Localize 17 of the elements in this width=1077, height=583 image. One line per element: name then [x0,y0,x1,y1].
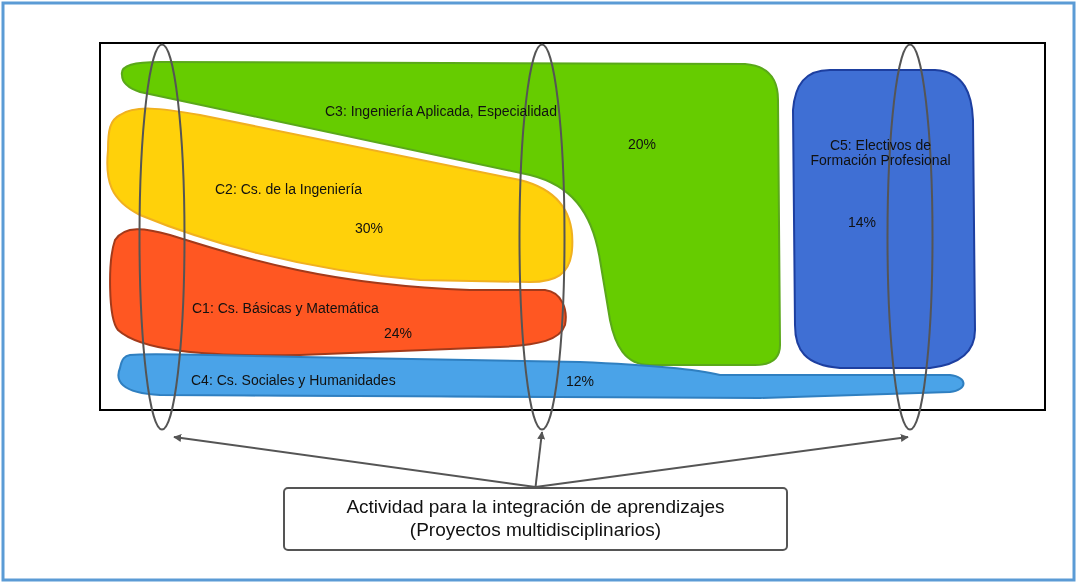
percentage-label: 30% [355,221,384,237]
percentage-label: 14% [848,215,877,231]
arrow [173,434,537,488]
curriculum-area-shape [792,68,977,370]
activity-text: Actividad para la integración de aprendizajes (Proyectos multidisciplinarios) [345,496,726,542]
curriculum-area-shape [120,60,782,367]
area-label: C1: Cs. Básicas y Matemática [192,301,379,317]
area-label: C4: Cs. Sociales y Humanidades [191,373,396,389]
area-label: C2: Cs. de la Ingeniería [215,182,363,198]
arrow [534,431,546,488]
percentage-label: 24% [384,326,413,342]
arrow [534,434,909,488]
curriculum-area-shape [105,105,575,285]
percentage-label: 20% [628,137,657,153]
activity-box [283,487,788,551]
grouping-ellipse [138,43,186,431]
percentage-label: 12% [566,374,595,390]
